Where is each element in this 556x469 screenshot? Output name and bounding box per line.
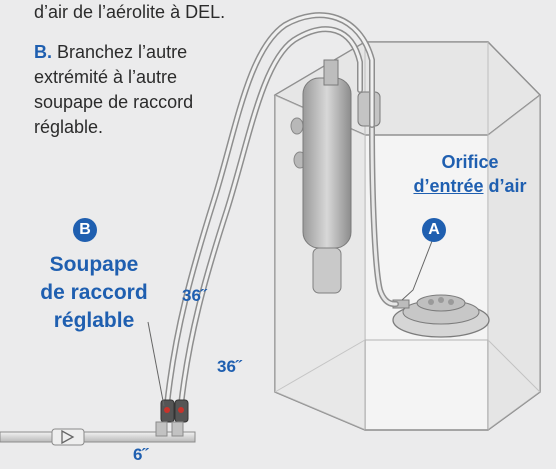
intro-line: d’air de l’aérolite à DEL.: [34, 2, 226, 22]
inlet-label-rest: d’air: [488, 176, 527, 196]
inner-air-tube: [369, 122, 399, 308]
valve-label: Soupape de raccord réglable: [14, 251, 174, 335]
valve-label-line2: de raccord: [40, 281, 148, 304]
check-valve-icon: [51, 428, 85, 446]
leader-lines: [147, 235, 435, 407]
inlet-label-line2: d’entrée d’air: [400, 174, 540, 198]
step-b-instruction: B. Branchez l’autre extrémité à l’autre …: [34, 40, 244, 140]
tube-length-upper: 36˝: [182, 286, 207, 305]
suction-cups: [290, 117, 307, 169]
badge-a: A: [422, 218, 446, 242]
inlet-label: Orifice d’entrée d’air: [400, 150, 540, 198]
inlet-label-underlined: d’entrée: [413, 176, 484, 196]
adjustable-valves: [160, 399, 189, 423]
step-b-text: Branchez l’autre extrémité à l’autre sou…: [34, 42, 194, 137]
led-aerolite: [392, 294, 490, 338]
valve-label-line3: réglable: [53, 309, 135, 332]
tube-length-short: 6˝: [133, 445, 149, 464]
step-b-letter: B.: [34, 42, 52, 62]
manifold-tube-6in: [0, 421, 196, 443]
valve-label-line1: Soupape: [49, 253, 139, 276]
airline-tubes-36in: [164, 12, 375, 408]
tube-length-lower: 36˝: [217, 357, 242, 376]
inlet-label-line1: Orifice: [441, 152, 499, 172]
badge-b: B: [73, 218, 97, 242]
